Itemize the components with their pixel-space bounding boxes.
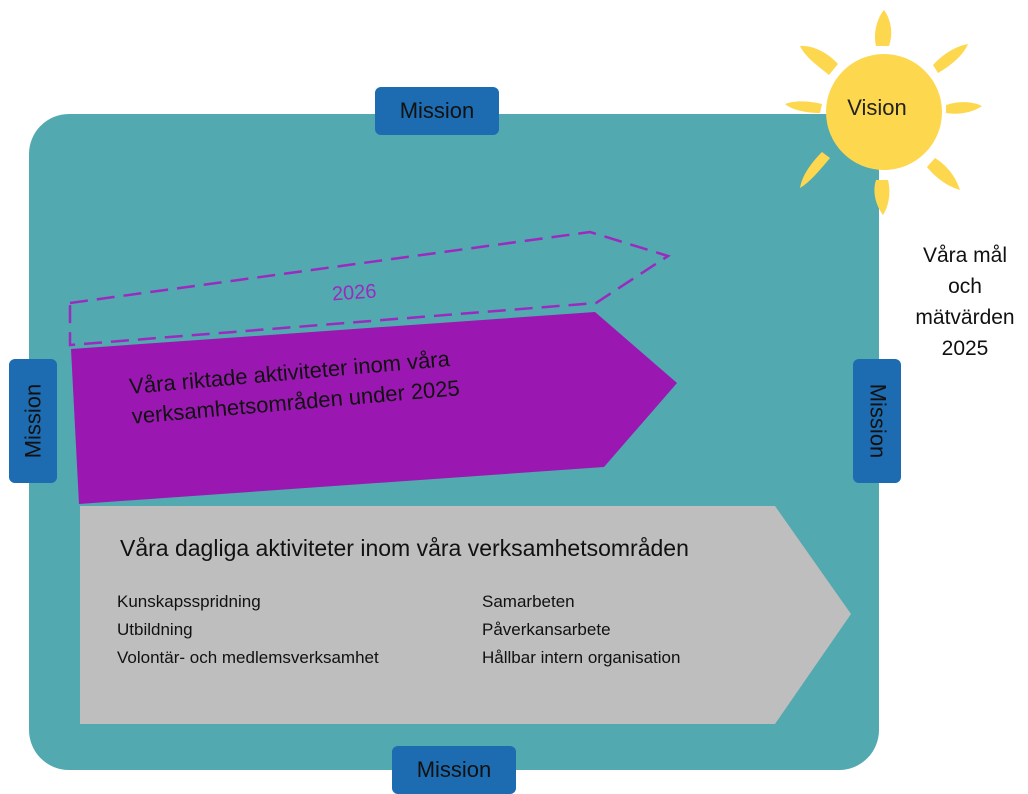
- list-item: Utbildning: [117, 620, 193, 639]
- list-item: Samarbeten: [482, 592, 575, 611]
- mission-badge-right: Mission: [853, 359, 901, 483]
- sun-ray-top-left: [800, 45, 838, 75]
- goals-text: Våra mål och mätvärden 2025: [905, 240, 1025, 364]
- goals-line-4: 2025: [941, 337, 989, 360]
- sun-ray-right: [946, 102, 982, 114]
- daily-activities-list-left: Kunskapsspridning Utbildning Volontär- o…: [117, 588, 379, 672]
- mission-badge-bottom: Mission: [392, 746, 516, 794]
- goals-line-2: och: [948, 275, 982, 298]
- mission-label-top: Mission: [399, 98, 475, 123]
- sun-ray-bottom-left: [800, 152, 830, 188]
- sun-ray-left: [785, 101, 822, 113]
- daily-activities-title: Våra dagliga aktiviteter inom våra verks…: [120, 535, 689, 561]
- daily-activities-arrow: [80, 506, 851, 724]
- sun-rays: [785, 10, 982, 215]
- targeted-activities-arrow: [71, 312, 677, 504]
- mission-label-right: Mission: [865, 383, 891, 459]
- sun-ray-top: [874, 10, 892, 46]
- goals-line-1: Våra mål: [922, 244, 1008, 267]
- daily-activities-list-right: Samarbeten Påverkansarbete Hållbar inter…: [482, 588, 680, 672]
- mission-label-bottom: Mission: [416, 757, 492, 782]
- list-item: Volontär- och medlemsverksamhet: [117, 648, 379, 667]
- vision-label: Vision: [847, 95, 907, 120]
- mission-badge-left: Mission: [9, 359, 57, 483]
- mission-badge-top: Mission: [375, 87, 499, 135]
- next-year-label: 2026: [331, 280, 378, 306]
- sun-icon: [826, 54, 942, 170]
- sun-ray-bottom: [874, 180, 890, 215]
- list-item: Kunskapsspridning: [117, 592, 261, 611]
- list-item: Påverkansarbete: [482, 620, 611, 639]
- next-year-dashed-arrow: [68, 230, 671, 347]
- mission-label-left: Mission: [20, 383, 46, 459]
- sun-ray-top-right: [933, 44, 968, 73]
- goals-line-3: mätvärden: [915, 306, 1015, 329]
- sun-ray-bottom-right: [927, 158, 960, 190]
- list-item: Hållbar intern organisation: [482, 648, 681, 667]
